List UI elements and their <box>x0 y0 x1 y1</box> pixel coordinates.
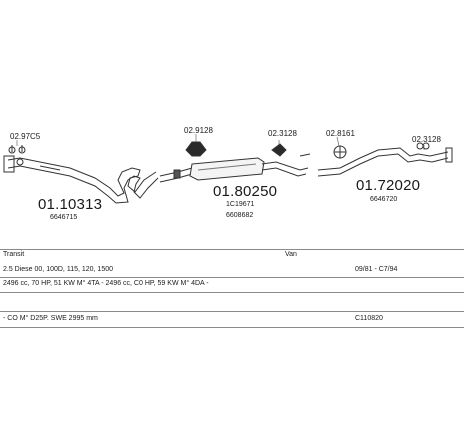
hanger-5-drawing <box>416 142 430 150</box>
small-part-code-4: 02.8161 <box>326 129 355 138</box>
middle-silencer-drawing <box>159 157 309 183</box>
small-part-code-3: 02.3128 <box>268 129 297 138</box>
table-rule-5 <box>0 327 464 328</box>
table-rule-4 <box>0 311 464 312</box>
wheelbase-line: - CO M° D25P. SWE 2995 mm <box>3 315 98 322</box>
small-part-code-5: 02.3128 <box>412 135 441 144</box>
hanger-3-drawing <box>271 143 311 157</box>
catalog-number: C110820 <box>355 315 383 322</box>
engine-line: 2.5 Diese 00, 100D, 115, 120, 1500 <box>3 266 114 273</box>
exhaust-diagram <box>3 134 453 204</box>
part-code-rear-pipe: 01.72020 <box>356 177 421 194</box>
part-ref-middle-silencer: 1C19671 <box>226 201 255 208</box>
rear-pipe-drawing <box>317 147 453 177</box>
part-ref2-middle-silencer: 6608682 <box>226 212 254 219</box>
table-rule-2 <box>0 277 464 278</box>
hanger-1-drawing <box>8 145 26 154</box>
part-code-middle-silencer: 01.80250 <box>213 183 278 200</box>
vehicle-model: Transit <box>3 251 25 258</box>
hanger-2-drawing <box>185 141 207 157</box>
small-part-code-2: 02.9128 <box>184 126 213 135</box>
table-rule-1 <box>0 249 464 250</box>
hanger-4-drawing <box>333 145 347 159</box>
small-part-code-1: 02.97C5 <box>10 132 41 141</box>
table-rule-3 <box>0 292 464 293</box>
power-line: 2496 cc, 70 HP, 51 KW M° 4TA - 2496 cc, … <box>3 280 209 287</box>
leader-lines <box>16 134 425 150</box>
part-ref-rear-pipe: 6646720 <box>370 196 398 203</box>
date-range: 09/81 - C7/94 <box>355 266 398 273</box>
part-ref-front-pipe: 6646715 <box>50 214 78 221</box>
body-type: Van <box>285 251 297 258</box>
part-code-front-pipe: 01.10313 <box>38 196 103 213</box>
front-pipe-drawing <box>3 155 159 204</box>
